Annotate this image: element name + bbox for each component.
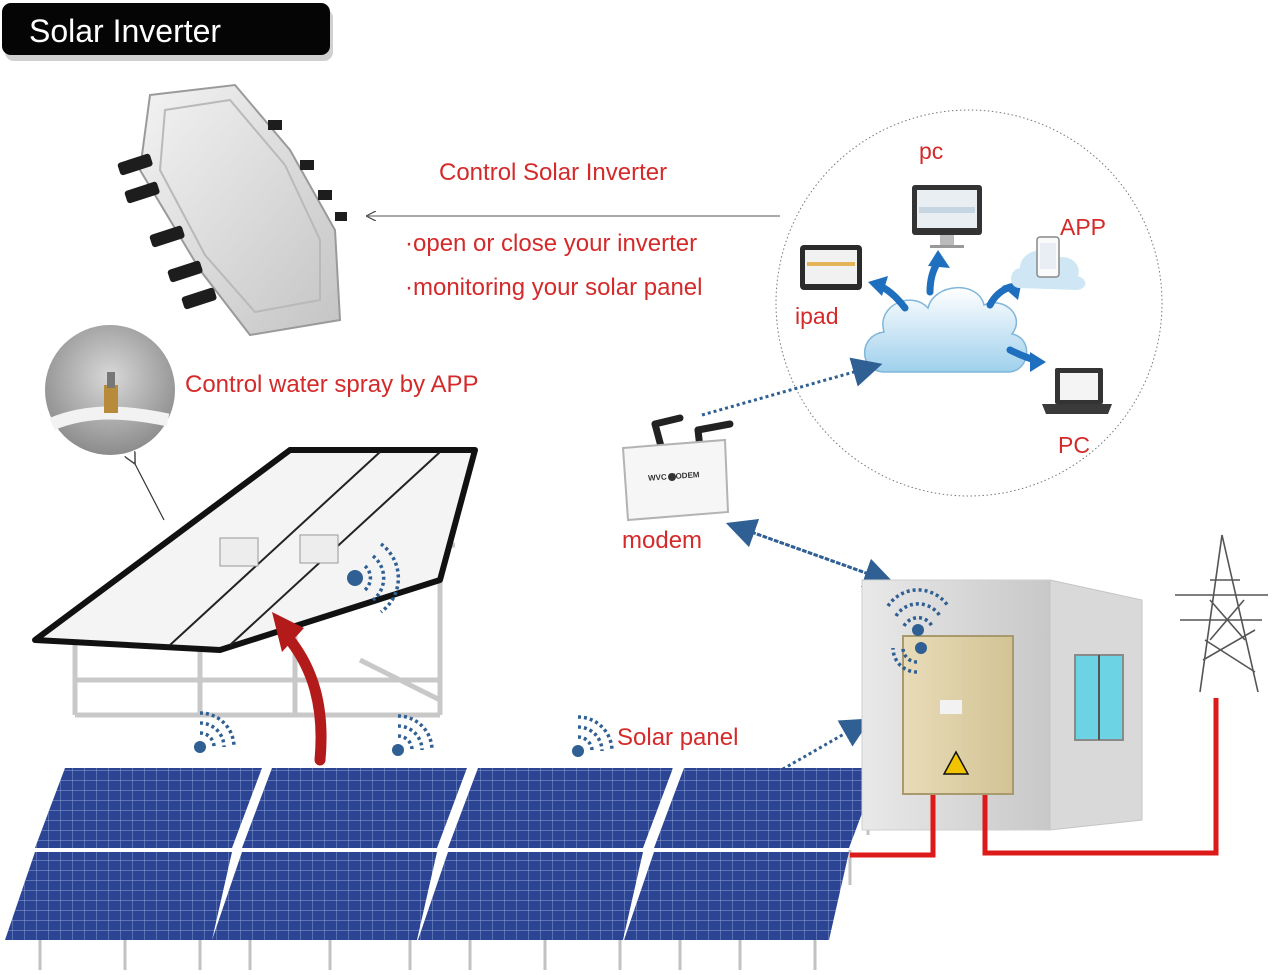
warning-icon: [942, 750, 970, 775]
label-pc-bottom: PC: [1058, 432, 1090, 458]
monitor-icon: [912, 185, 982, 248]
label-control-inverter: Control Solar Inverter: [439, 159, 668, 186]
label-open-close: ·open or close your inverter: [405, 230, 698, 257]
label-modem: modem: [622, 527, 703, 554]
label-ipad: ipad: [795, 303, 839, 329]
solar-panel-array: [5, 768, 879, 970]
mounting-frame: [32, 447, 478, 718]
label-solar-panel: Solar panel: [617, 724, 739, 751]
power-cables: [850, 698, 1219, 858]
label-pc-top: pc: [919, 138, 944, 164]
laptop-icon: [1042, 368, 1112, 414]
tablet-icon: [800, 245, 862, 290]
network-circle: [775, 109, 1163, 497]
page-title: Solar Inverter: [29, 13, 222, 49]
data-link-arrows: [701, 357, 895, 810]
upward-arrow: [272, 612, 327, 766]
phone-icon: [1011, 236, 1086, 290]
wifi-signal-icon: [199, 542, 950, 752]
label-app: APP: [1060, 214, 1107, 240]
control-house: [861, 579, 1143, 831]
cloud-icon: [863, 287, 1028, 373]
micro-inverter: [117, 83, 347, 337]
transmission-tower-icon: [1175, 534, 1268, 693]
sprinkler-pointer-line: [134, 462, 165, 521]
label-water-spray: Control water spray by APP: [185, 371, 479, 398]
label-monitoring: ·monitoring your solar panel: [405, 274, 703, 301]
title-badge: Solar Inverter: [2, 3, 330, 55]
sprinkler-icon: [45, 325, 175, 455]
router-icon: [621, 414, 734, 522]
